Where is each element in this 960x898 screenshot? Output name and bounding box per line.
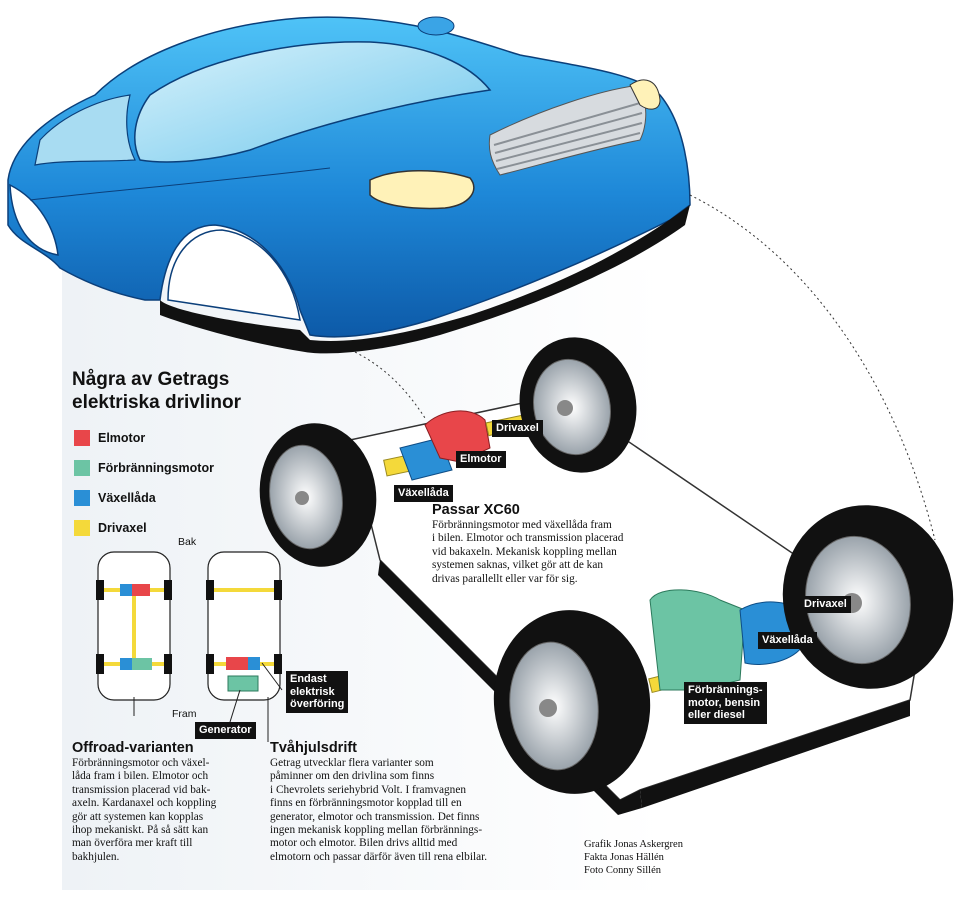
- body-line: låda fram i bilen. Elmotor och: [72, 770, 209, 783]
- body-line: transmission placerad vid bak-: [72, 783, 211, 796]
- body-line: axeln. Kardanaxel och koppling: [72, 797, 217, 810]
- credit-line: Grafik Jonas Askergren: [584, 839, 683, 850]
- label-bak: Bak: [178, 536, 197, 548]
- body-line: Förbränningsmotor och växel-: [72, 757, 210, 769]
- heading-line: elektriska drivlinor: [72, 392, 241, 413]
- callout-line: eller diesel: [688, 709, 745, 721]
- offroad-body: Förbränningsmotor och växel- låda fram i…: [72, 757, 267, 864]
- offroad-title: Offroad-varianten: [72, 740, 194, 756]
- callout-generator: Generator: [195, 722, 256, 739]
- label-fram: Fram: [172, 708, 197, 720]
- wheel-front-left: [493, 610, 651, 794]
- legend-label: Elmotor: [98, 431, 146, 445]
- legend-label: Drivaxel: [98, 521, 147, 535]
- body-line: man överföra mer kraft till: [72, 837, 193, 850]
- tvahjul-diagram: [206, 551, 283, 742]
- legend-item-vaxellada: Växellåda: [74, 483, 214, 513]
- swatch-blue: [74, 490, 90, 506]
- credit-line: Foto Conny Sillén: [584, 865, 662, 876]
- callout-elmotor-rear: Elmotor: [456, 451, 506, 468]
- car-illustration: [7, 16, 691, 354]
- swatch-yellow: [74, 520, 90, 536]
- body-line: vid bakaxeln. Mekanisk koppling mellan: [432, 545, 617, 558]
- body-line: systemen saknas, vilket gör att de kan: [432, 559, 603, 572]
- wheel-rear-left: [259, 423, 377, 567]
- body-line: i bilen. Elmotor och transmission placer…: [432, 532, 624, 545]
- callout-vaxellada-front: Växellåda: [758, 632, 817, 649]
- tvahjul-title: Tvåhjulsdrift: [270, 740, 358, 756]
- credit-line: Fakta Jonas Hällén: [584, 852, 664, 863]
- chassis-illustration: [259, 337, 954, 815]
- swatch-red: [74, 430, 90, 446]
- body-line: gör att systemen kan kopplas: [72, 810, 204, 823]
- legend: Elmotor Förbränningsmotor Växellåda Driv…: [74, 423, 214, 543]
- callout-line: Förbrännings-: [688, 684, 763, 696]
- callout-line: överföring: [290, 698, 345, 710]
- body-line: elmotorn och passar därför även till ren…: [270, 850, 488, 863]
- main-heading: Några av Getrags elektriska drivlinor: [72, 368, 292, 414]
- body-line: påminner om den drivlina som finns: [270, 770, 435, 783]
- body-line: Getrag utvecklar flera varianter som: [270, 757, 434, 769]
- wheel-front-right: [782, 505, 954, 689]
- offroad-block: Offroad-varianten Förbränningsmotor och …: [72, 740, 267, 864]
- credits: Grafik Jonas Askergren Fakta Jonas Hällé…: [584, 838, 683, 877]
- body-line: i Chevrolets seriehybrid Volt. I framvag…: [270, 783, 466, 796]
- wheel-rear-right: [519, 337, 637, 473]
- legend-item-forbranningsmotor: Förbränningsmotor: [74, 453, 214, 483]
- body-line: drivas parallellt eller var för sig.: [432, 572, 578, 585]
- legend-item-elmotor: Elmotor: [74, 423, 214, 453]
- callout-line: Endast: [290, 673, 327, 685]
- tvahjul-block: Tvåhjulsdrift Getrag utvecklar flera var…: [270, 740, 570, 864]
- callout-endast: Endast elektrisk överföring: [286, 671, 349, 713]
- body-line: bakhjulen.: [72, 850, 120, 863]
- legend-label: Växellåda: [98, 491, 156, 505]
- callout-line: motor, bensin: [688, 696, 761, 709]
- xc60-body: Förbränningsmotor med växellåda fram i b…: [432, 519, 732, 586]
- xc60-title: Passar XC60: [432, 502, 520, 518]
- body-line: Förbränningsmotor med växellåda fram: [432, 519, 612, 531]
- offroad-diagram: [96, 551, 172, 716]
- tvahjul-body: Getrag utvecklar flera varianter som påm…: [270, 757, 570, 864]
- body-line: motor och elmotor. Bilen drivs alltid me…: [270, 837, 458, 850]
- body-line: finns en förbränningsmotor kopplad till …: [270, 797, 462, 810]
- callout-line: elektrisk: [290, 685, 335, 698]
- callout-vaxellada-rear: Växellåda: [394, 485, 453, 502]
- body-line: ihop mekaniskt. På så sätt kan: [72, 824, 209, 837]
- callout-drivaxel-rear: Drivaxel: [492, 420, 543, 437]
- body-line: generator, elmotor och transmission. Det…: [270, 810, 480, 823]
- swatch-green: [74, 460, 90, 476]
- xc60-block: Passar XC60 Förbränningsmotor med växell…: [432, 502, 732, 586]
- legend-item-drivaxel: Drivaxel: [74, 513, 214, 543]
- callout-forbranningsmotor: Förbrännings- motor, bensin eller diesel: [684, 682, 767, 724]
- callout-drivaxel-front: Drivaxel: [800, 596, 851, 613]
- heading-line: Några av Getrags: [72, 369, 230, 390]
- body-line: ingen mekanisk koppling mellan förbränni…: [270, 824, 483, 837]
- legend-label: Förbränningsmotor: [98, 461, 214, 475]
